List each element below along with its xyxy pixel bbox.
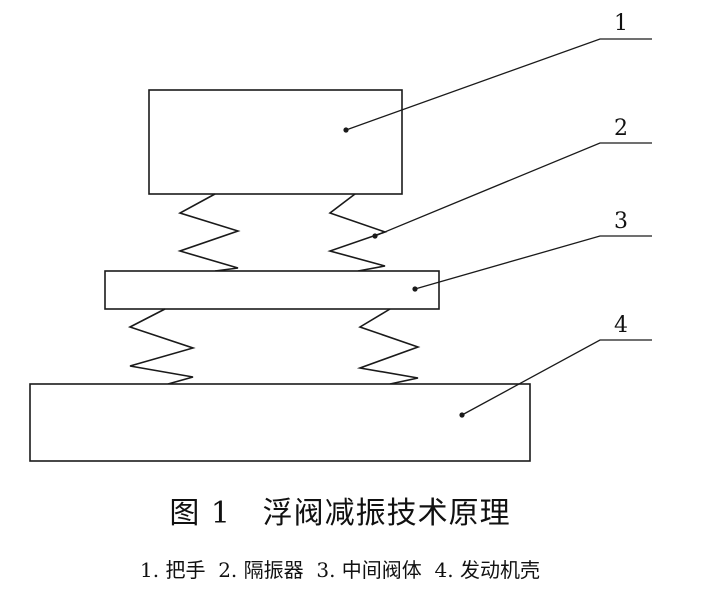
figure-legend: 1. 把手 2. 隔振器 3. 中间阀体 4. 发动机壳 xyxy=(140,558,540,582)
callout-2-leader xyxy=(374,142,652,237)
lower-spring-right xyxy=(356,308,421,385)
figure-caption: 图 1 浮阀减振技术原理 xyxy=(169,496,511,531)
callout-1-leader xyxy=(345,38,652,131)
lower-spring-left xyxy=(127,308,196,385)
isolator-spring-right xyxy=(327,193,388,272)
callout-2-label: 2 xyxy=(614,116,628,141)
handle-block xyxy=(148,89,403,195)
callout-1-label: 1 xyxy=(614,11,628,36)
callout-3-label: 3 xyxy=(614,209,628,234)
callout-3-leader xyxy=(414,235,652,290)
engine-housing-block xyxy=(29,383,531,462)
callout-4-label: 4 xyxy=(614,313,628,338)
callout-4-leader xyxy=(461,339,652,416)
isolator-spring-left xyxy=(177,193,241,272)
middle-valve-body-block xyxy=(104,270,440,310)
